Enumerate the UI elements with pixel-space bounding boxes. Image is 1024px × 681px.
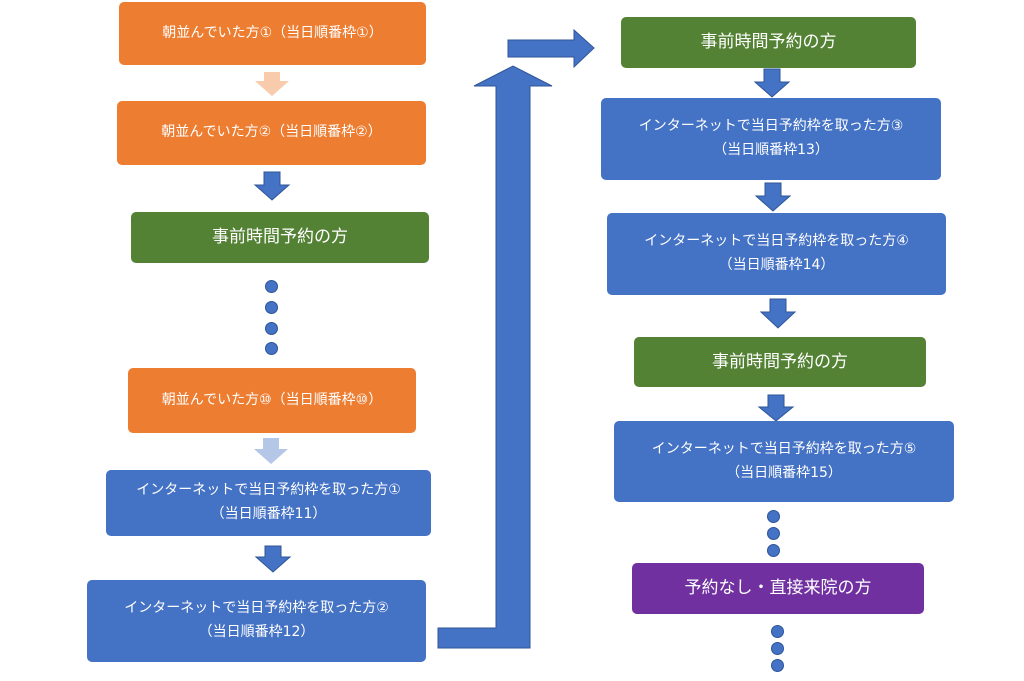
flow-box-advance-reservation: 事前時間予約の方 [131,212,429,263]
box-label: 事前時間予約の方 [700,32,837,53]
box-label-line2: （当日順番枠14） [718,257,835,273]
flow-box-advance-reservation: 事前時間予約の方 [621,17,916,68]
box-label: 朝並んでいた方①（当日順番枠①） [162,24,383,41]
box-label-line2: （当日順番枠13） [713,142,829,158]
continuation-dot [771,625,784,638]
flow-box-walk-in: 予約なし・直接来院の方 [632,563,924,614]
continuation-dot [767,510,780,523]
flow-box-internet-4: インターネットで当日予約枠を取った方④ （当日順番枠14） [607,213,946,295]
box-label-line1: インターネットで当日予約枠を取った方① [136,482,401,499]
flow-box-internet-2: インターネットで当日予約枠を取った方② （当日順番枠12） [87,580,426,662]
right-arrow [507,28,595,69]
down-arrow [753,68,791,98]
flow-box-internet-3: インターネットで当日予約枠を取った方③ （当日順番枠13） [601,98,941,180]
flow-box-internet-5: インターネットで当日予約枠を取った方⑤ （当日順番枠15） [614,421,954,502]
flow-box-advance-reservation: 事前時間予約の方 [634,337,926,387]
continuation-dot [767,544,780,557]
down-arrow [254,545,292,573]
box-label-line2: （当日順番枠11） [210,506,327,522]
down-arrow-light-orange [255,72,289,96]
flow-box-queue-2: 朝並んでいた方②（当日順番枠②） [117,101,426,165]
box-label: 事前時間予約の方 [212,227,348,248]
continuation-dot [771,642,784,655]
flow-box-internet-1: インターネットで当日予約枠を取った方① （当日順番枠11） [106,470,431,536]
continuation-dot [767,527,780,540]
continuation-dot [771,659,784,672]
box-label-line1: インターネットで当日予約枠を取った方④ [644,233,909,250]
box-label-line1: インターネットで当日予約枠を取った方② [124,600,389,617]
box-label: 朝並んでいた方⑩（当日順番枠⑩） [161,391,383,408]
continuation-dot [265,280,278,293]
down-arrow [754,182,792,212]
down-arrow [757,394,795,422]
down-arrow-light-blue [254,438,288,464]
box-label-line1: インターネットで当日予約枠を取った方③ [638,118,904,135]
continuation-dot [265,342,278,355]
continuation-dot [265,322,278,335]
down-arrow [759,298,797,329]
flow-box-queue-10: 朝並んでいた方⑩（当日順番枠⑩） [128,368,416,433]
box-label: 朝並んでいた方②（当日順番枠②） [161,124,382,141]
down-arrow [253,171,291,201]
box-label-line1: インターネットで当日予約枠を取った方⑤ [651,440,917,457]
flow-box-queue-1: 朝並んでいた方①（当日順番枠①） [119,2,426,65]
continuation-dot [265,301,278,314]
box-label-line2: （当日順番枠15） [726,464,842,481]
connector-arrow [437,65,553,649]
box-label-line2: （当日順番枠12） [198,624,315,640]
box-label: 予約なし・直接来院の方 [684,578,872,599]
box-label: 事前時間予約の方 [712,351,848,372]
